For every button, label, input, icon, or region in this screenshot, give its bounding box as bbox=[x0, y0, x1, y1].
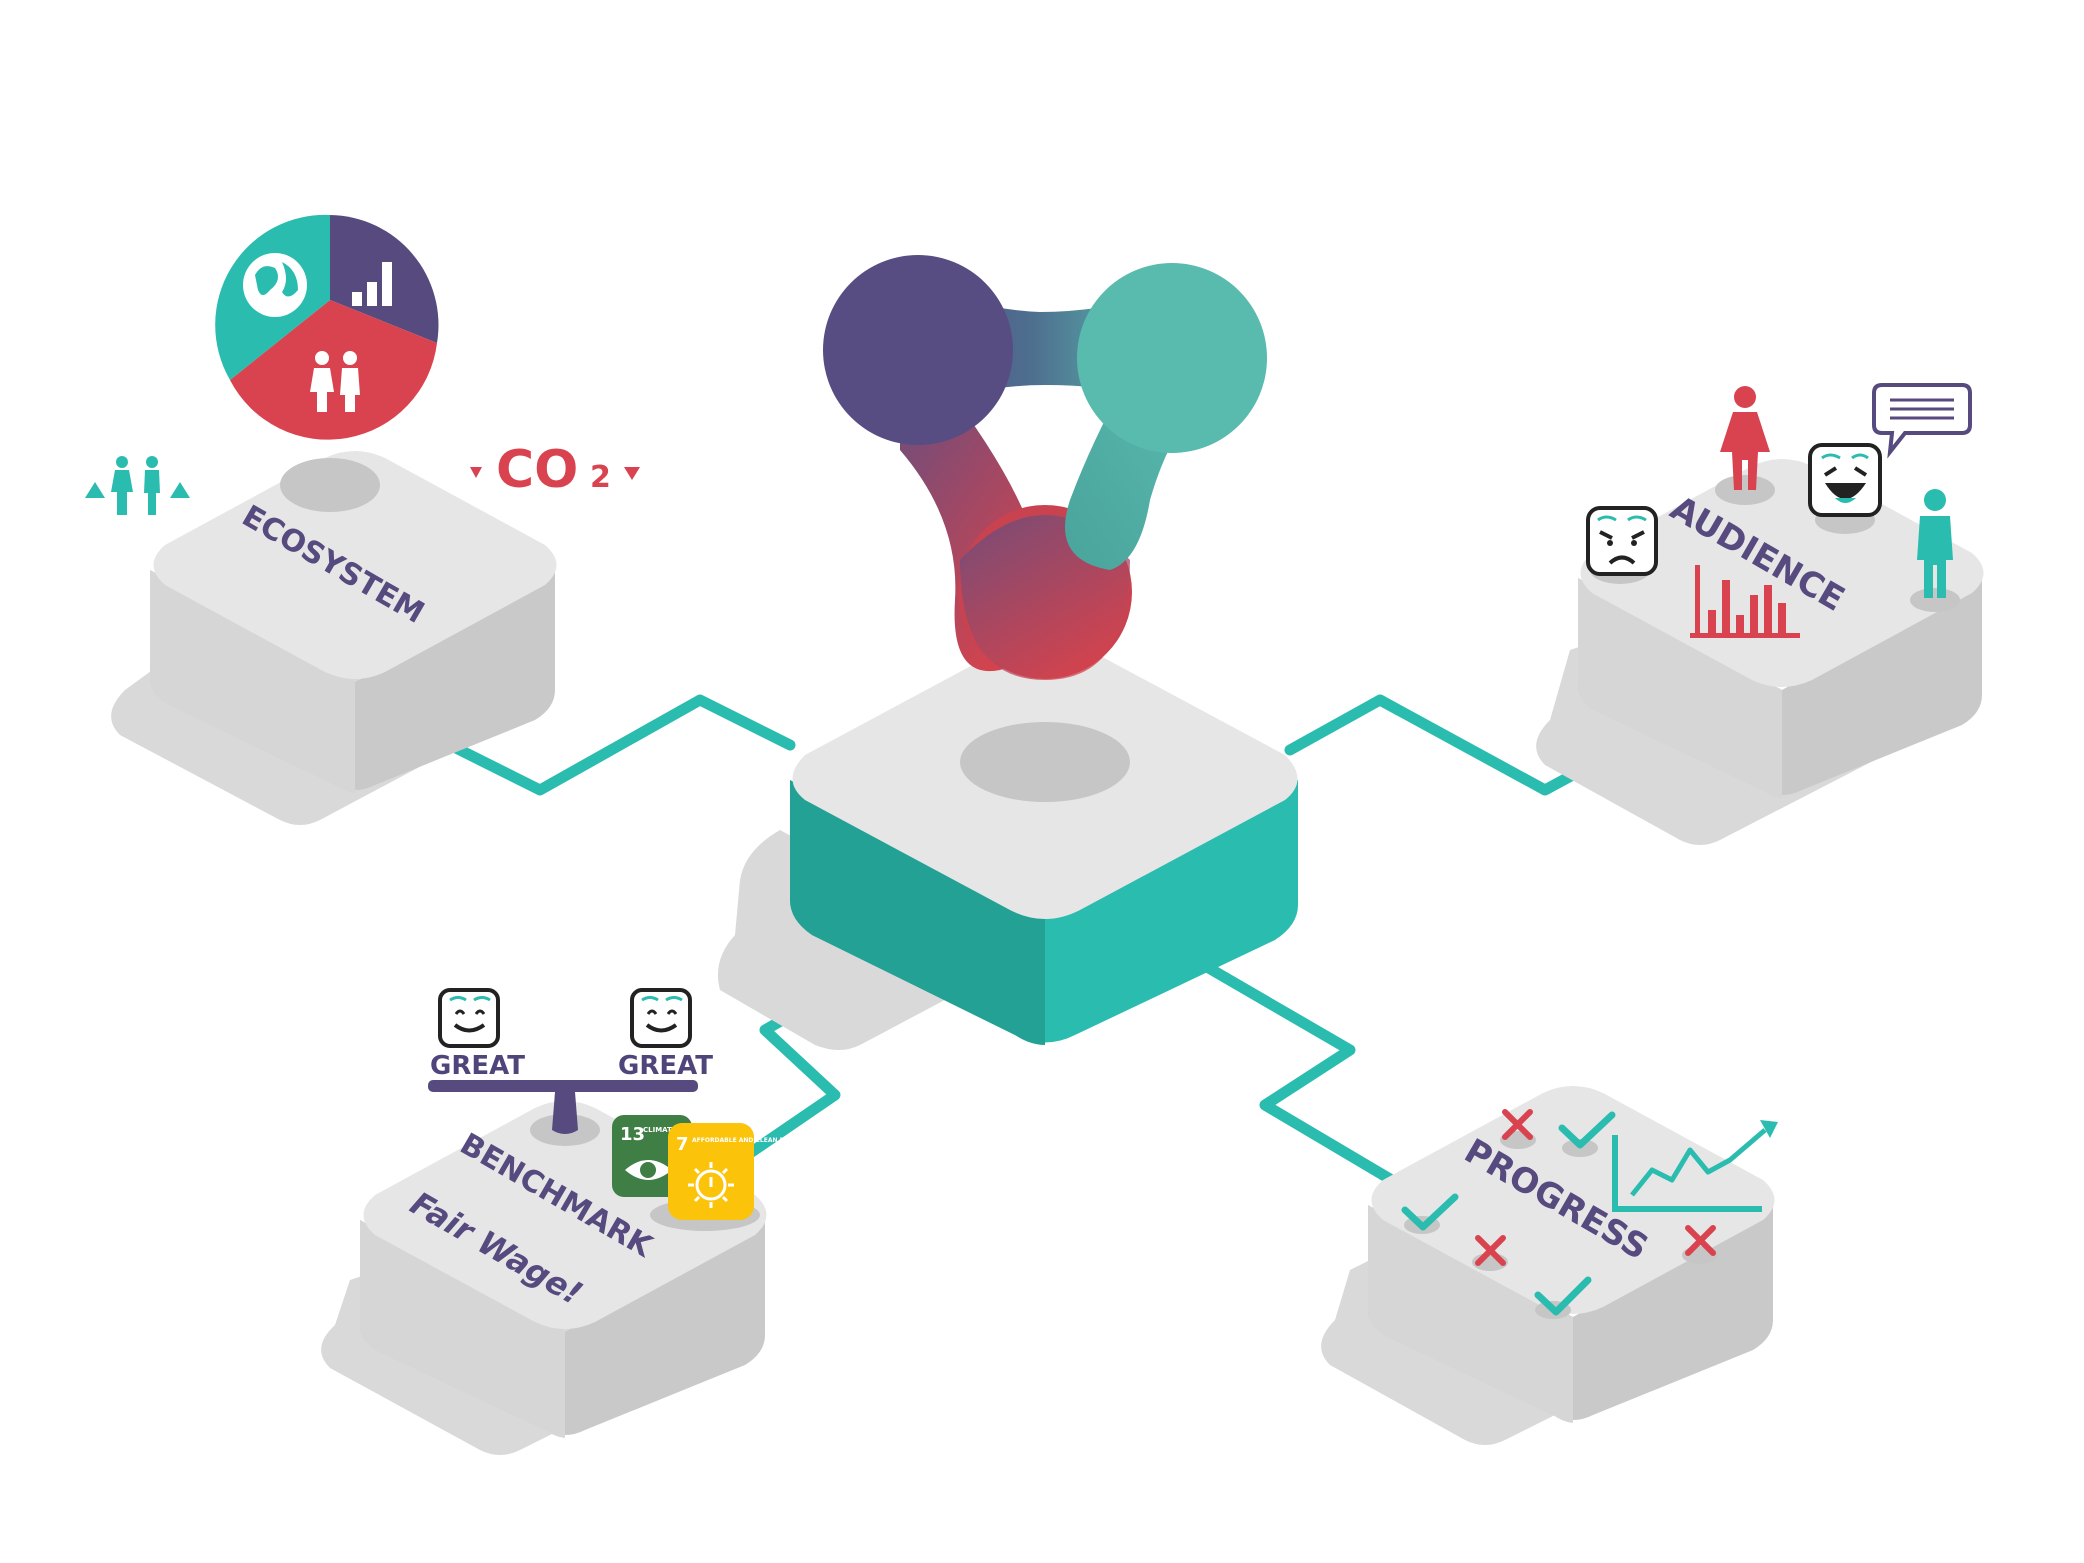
logo-right-lobe bbox=[1077, 263, 1267, 453]
arrow-down-icon bbox=[624, 467, 640, 480]
left-rating-label: GREAT bbox=[430, 1051, 525, 1081]
center-side-left bbox=[790, 780, 1045, 1045]
happy-face-icon bbox=[1808, 443, 1882, 517]
cross-icon bbox=[1502, 1109, 1533, 1140]
chat-bubble-icon bbox=[1872, 383, 1972, 459]
audience-bar-chart-icon bbox=[1690, 565, 1800, 638]
check-icon bbox=[1558, 1111, 1616, 1149]
sad-face-icon bbox=[1586, 506, 1658, 576]
check-icon bbox=[1401, 1193, 1459, 1231]
audience-node: AUDIENCE bbox=[1536, 383, 1984, 845]
center-platform bbox=[717, 636, 1298, 1050]
bar-chart-icon bbox=[352, 262, 392, 306]
globe-icon bbox=[243, 253, 307, 317]
sdg7-badge: 7 AFFORDABLE AND CLEAN ENERGY bbox=[668, 1123, 807, 1220]
trend-chart-icon bbox=[1612, 1120, 1778, 1212]
sun-power-icon bbox=[688, 1162, 734, 1208]
co2-text: CO bbox=[496, 440, 578, 500]
population-icon bbox=[85, 456, 190, 515]
eye-icon bbox=[625, 1160, 672, 1180]
benchmark-node: BENCHMARK Fair Wage! GREAT GREAT 13 CLIM… bbox=[321, 988, 807, 1455]
logo-icon bbox=[823, 255, 1267, 680]
woman-icon bbox=[1720, 386, 1770, 490]
ecosystem-pie bbox=[215, 214, 439, 440]
cross-icon bbox=[1685, 1225, 1716, 1256]
arrow-down-icon bbox=[470, 467, 482, 478]
co2-indicator: CO 2 bbox=[470, 440, 640, 500]
center-socket bbox=[960, 722, 1130, 802]
people-icon bbox=[310, 351, 360, 412]
connector-ecosystem bbox=[424, 694, 796, 796]
balance-scale-icon bbox=[428, 1080, 698, 1134]
connector-progress bbox=[1189, 954, 1406, 1191]
logo-left-lobe bbox=[823, 255, 1013, 445]
right-rating-label: GREAT bbox=[618, 1051, 713, 1081]
man-icon bbox=[1917, 489, 1953, 598]
ecosystem-node: ECOSYSTEM bbox=[85, 214, 640, 825]
cross-icon bbox=[1475, 1235, 1506, 1266]
sdg13-number: 13 bbox=[620, 1124, 645, 1145]
check-icon bbox=[1534, 1276, 1592, 1316]
co2-subscript: 2 bbox=[590, 460, 611, 495]
sdg7-text: AFFORDABLE AND CLEAN ENERGY bbox=[692, 1137, 807, 1144]
sdg7-number: 7 bbox=[676, 1134, 689, 1155]
progress-node: PROGRESS bbox=[1321, 1086, 1778, 1445]
happy-face-icon bbox=[630, 988, 692, 1048]
happy-face-icon bbox=[438, 988, 500, 1048]
